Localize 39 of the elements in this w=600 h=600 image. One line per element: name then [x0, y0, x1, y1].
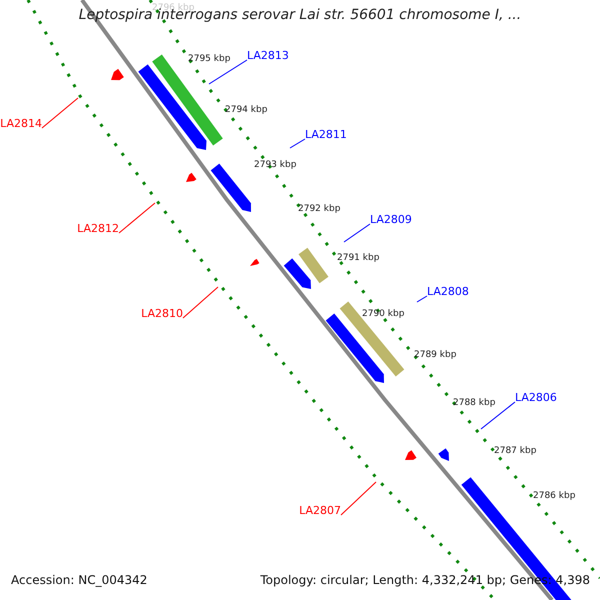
gene-label: LA2806 — [515, 392, 557, 403]
leader-line — [340, 482, 376, 516]
gene-label: LA2810 — [141, 308, 183, 319]
gene-bar — [298, 248, 328, 284]
gene-block — [210, 164, 251, 212]
leader-line — [290, 138, 306, 148]
gene-block — [438, 448, 449, 461]
gene-label: LA2812 — [77, 223, 119, 234]
leader-line — [182, 286, 218, 318]
scale-label: 2789 kbp — [414, 351, 456, 360]
scale-label: 2788 kbp — [453, 399, 496, 408]
gene-label: LA2814 — [0, 118, 42, 129]
gene-label: LA2811 — [305, 129, 347, 140]
scale-label: 2793 kbp — [254, 161, 296, 170]
leader-line — [42, 98, 78, 128]
leader-line — [118, 202, 156, 234]
scale-label: 2787 kbp — [494, 447, 536, 456]
scale-label: 2794 kbp — [225, 106, 268, 115]
gene-block — [111, 68, 124, 80]
gene-label: LA2807 — [299, 505, 341, 516]
gene-bar — [340, 302, 404, 376]
leader-line — [416, 296, 428, 302]
scale-label: 2795 kbp — [188, 55, 230, 64]
scale-label: 2792 kbp — [298, 205, 340, 214]
gene-label: LA2808 — [427, 286, 469, 297]
info-text: Accession: NC_004342 — [9, 574, 150, 586]
gene-label: LA2809 — [370, 214, 412, 225]
gene-block — [405, 450, 416, 460]
leader-line — [208, 60, 248, 84]
leader-line — [344, 224, 370, 242]
gene-label: LA2813 — [247, 50, 289, 61]
scale-label: 2790 kbp — [362, 310, 404, 319]
leader-line — [480, 402, 516, 430]
gene-block — [284, 258, 311, 289]
gene-block — [250, 258, 260, 266]
scale-label: 2791 kbp — [337, 254, 380, 263]
scale-label: 2786 kbp — [533, 492, 576, 501]
gene-block — [186, 172, 196, 182]
gene-block — [138, 64, 206, 150]
